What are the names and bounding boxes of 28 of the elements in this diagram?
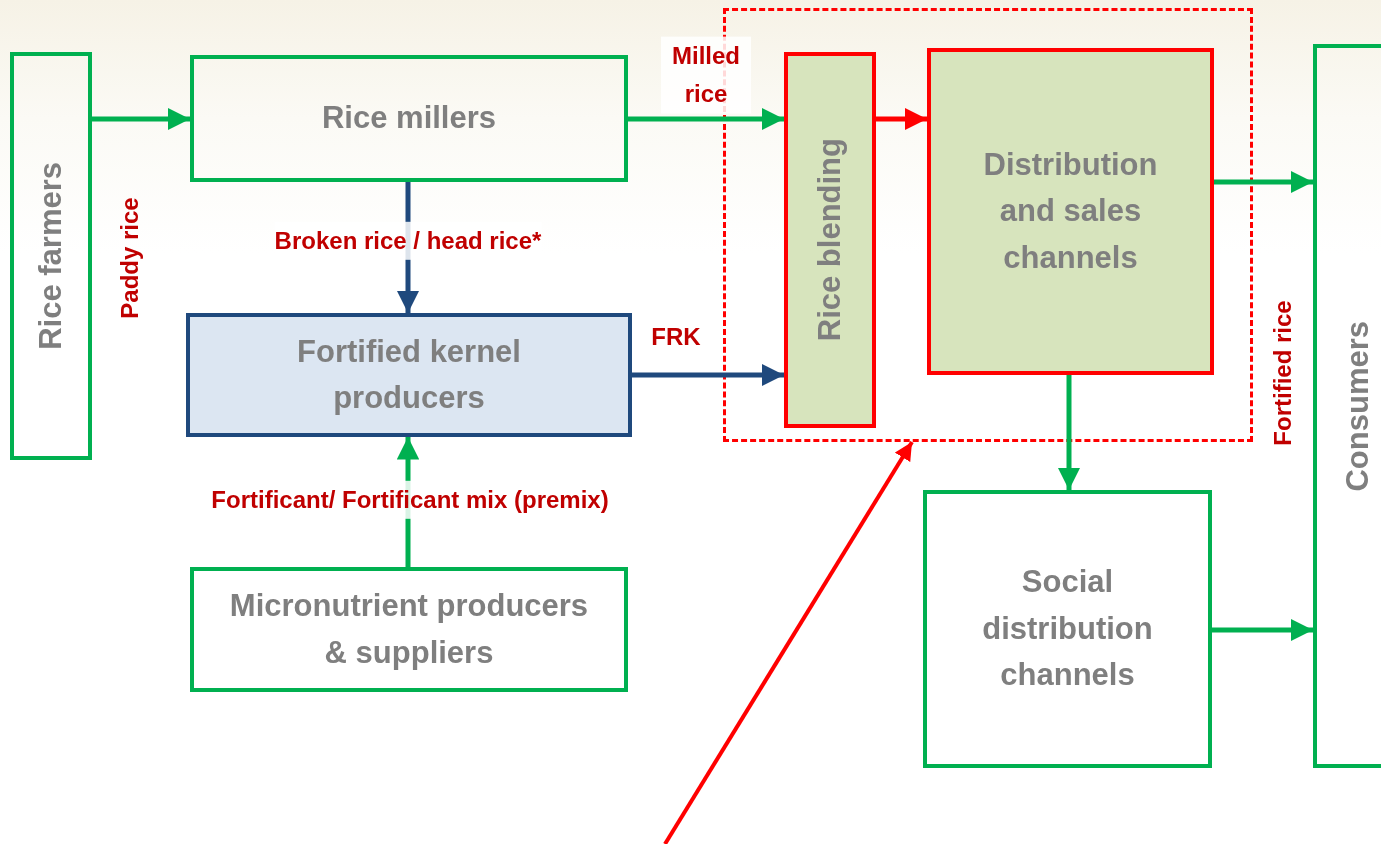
edge-label: Paddy rice [114,197,144,319]
text-label: Fortified rice [1267,300,1297,446]
process-box [784,52,876,428]
process-box [927,48,1214,375]
edge-label: Broken rice / head rice* [274,221,542,261]
arrow [1214,170,1313,194]
arrow [1212,618,1313,642]
node-label: Distribution and sales channels [982,145,1159,277]
node-label: Rice millers [320,99,497,138]
process-box [1313,44,1381,768]
arrow [92,107,190,131]
process-box [923,490,1212,768]
process-box [190,567,628,692]
node-label: Micronutrient producers & suppliers [228,587,590,672]
node-label: Rice blending [810,138,848,342]
process-box [186,313,632,437]
arrow [628,107,784,131]
arrow [876,107,927,131]
process-box [190,55,628,182]
arrow [632,363,784,387]
arrow [1057,375,1081,490]
node-label: Rice farmers [31,162,69,350]
arrow [663,440,914,844]
node-label: Fortified kernel producers [296,332,522,417]
process-box [10,52,92,460]
node-label: Social distribution channels [981,563,1154,695]
node-label: Consumers [1338,320,1376,492]
edge-label: Milled rice [661,36,751,114]
